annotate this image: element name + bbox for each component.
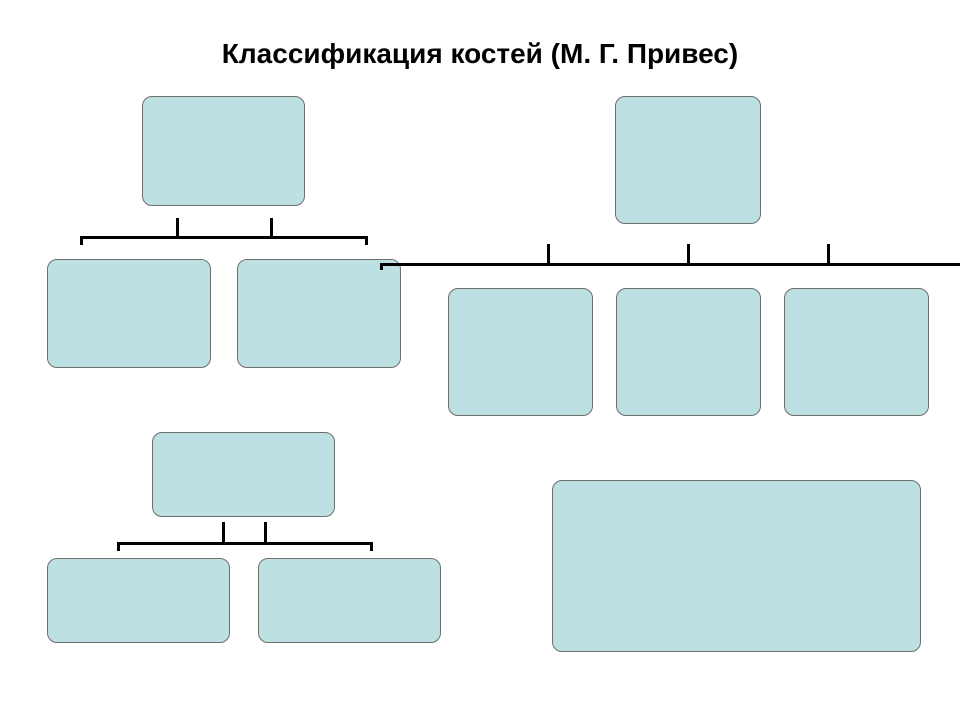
box-group2-child-3 xyxy=(784,288,929,416)
connector-g1-drop-right xyxy=(270,218,273,238)
box-group3-parent xyxy=(152,432,335,517)
slide-title: Классификация костей (М. Г. Привес) xyxy=(221,38,739,69)
connector-g3-bar xyxy=(117,542,373,545)
connector-g1-bar xyxy=(80,236,368,239)
box-standalone-large xyxy=(552,480,921,652)
box-group3-child-2 xyxy=(258,558,441,643)
box-group1-child-1 xyxy=(47,259,211,368)
connector-g2-drop-3 xyxy=(827,244,830,264)
box-group3-child-1 xyxy=(47,558,230,643)
connector-g3-drop-left xyxy=(222,522,225,544)
connector-g1-tick-left xyxy=(80,236,83,245)
connector-g2-drop-2 xyxy=(687,244,690,264)
connector-g1-tick-right xyxy=(365,236,368,245)
connector-g3-drop-right xyxy=(264,522,267,544)
connector-g2-bar xyxy=(380,263,960,266)
box-group1-child-2 xyxy=(237,259,401,368)
box-group2-child-2 xyxy=(616,288,761,416)
box-group2-child-1 xyxy=(448,288,593,416)
connector-g3-tick-left xyxy=(117,542,120,551)
connector-g1-drop-left xyxy=(176,218,179,238)
box-group1-parent xyxy=(142,96,305,206)
box-group2-parent xyxy=(615,96,761,224)
connector-g3-tick-right xyxy=(370,542,373,551)
connector-g2-drop-1 xyxy=(547,244,550,264)
connector-g2-tick-left xyxy=(380,263,383,270)
